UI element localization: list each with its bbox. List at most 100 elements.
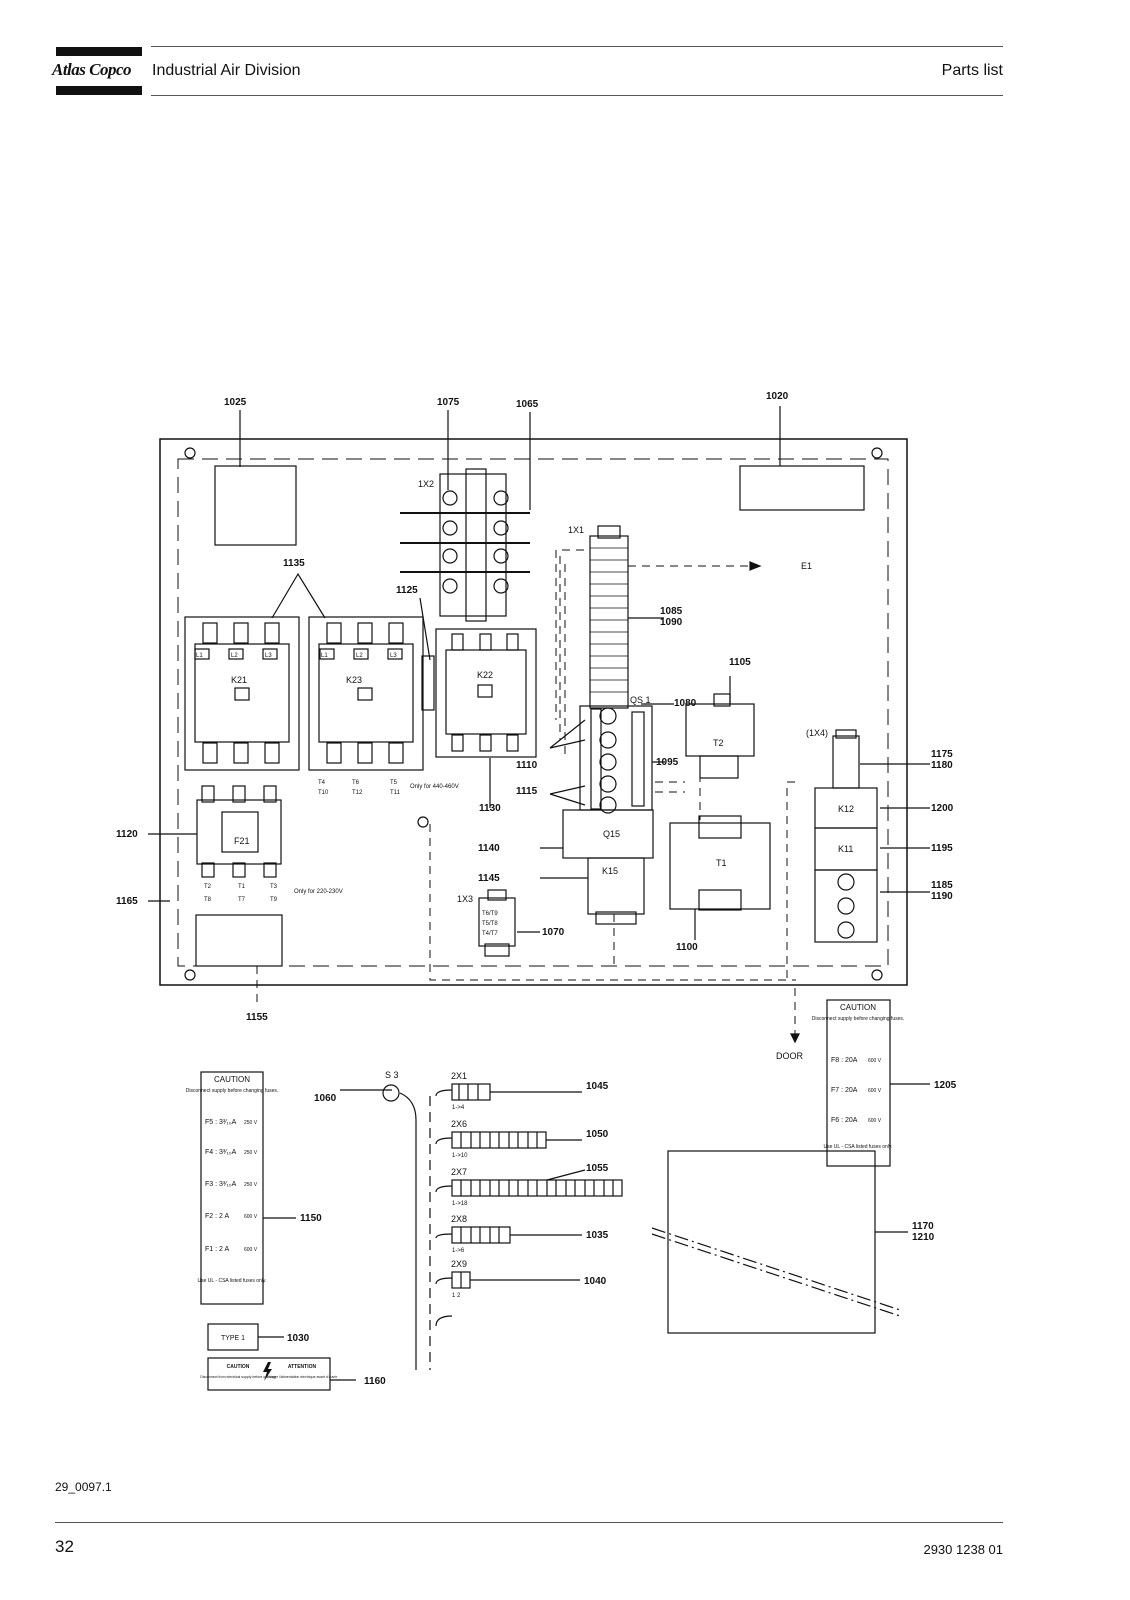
box-1170 [667,1150,876,1334]
label-k21: K21 [231,675,247,685]
label-1025 [214,465,297,546]
callout-1165: 1165 [116,896,138,907]
label-t4: T4 [318,780,326,786]
label-k22: K22 [477,670,493,680]
warning-label [207,1357,331,1391]
callout-1080: 1080 [674,698,697,709]
label-l1-k23: L1 [321,653,328,659]
terminal-1x3 [478,889,516,957]
range-2x1: 1->4 [452,1105,465,1111]
fuse-f6-label: F6 : 20A [831,1117,858,1124]
callout-1040: 1040 [584,1276,607,1287]
fuse-f7-volt: 600 V [868,1088,882,1094]
fuse-f6-volt: 600 V [868,1118,882,1124]
doc-number: 2930 1238 01 [923,1542,1003,1557]
label-t6: T6 [352,780,360,786]
terminal-strip-1x1 [589,525,629,709]
callout-1200: 1200 [931,803,954,814]
note-only-220: Only for 220-230V [294,889,343,895]
callout-1110: 1110 [516,760,538,771]
fuse-f3-volt: 250 V [244,1182,258,1188]
label-2x7: 2X7 [451,1167,467,1177]
range-2x7: 1->18 [452,1201,468,1207]
label-t2: T2 [713,738,724,748]
label-k23: K23 [346,675,362,685]
label-l2-k23: L2 [356,653,363,659]
page-number: 32 [55,1537,74,1556]
fuse-f4-label: F4 : 3³⁄₁₀A [205,1149,237,1156]
label-2x9: 2X9 [451,1259,467,1269]
callout-1060: 1060 [314,1093,337,1104]
caution-left-title: CAUTION [214,1075,250,1084]
terminal-2x9 [451,1271,471,1289]
caution-right-footer: Use UL - CSA listed fuses only. [824,1144,893,1150]
callout-1065: 1065 [516,399,539,410]
caution-label-left [200,1071,264,1305]
fuse-f4-volt: 250 V [244,1150,258,1156]
callout-1085: 1085 [660,606,683,617]
fuse-f2-label: F2 : 2 A [205,1213,229,1220]
label-l1-k21: L1 [196,653,203,659]
caution-left-footer: Use UL - CSA listed fuses only. [198,1278,267,1284]
label-k11: K11 [838,844,853,854]
label-t9: T9 [270,897,278,903]
callout-1090: 1090 [660,617,683,628]
warning-left-title: CAUTION [227,1364,250,1370]
terminal-block-1x2 [400,468,530,622]
caution-right-title: CAUTION [840,1003,876,1012]
caution-left-text: Disconnect supply before changing fuses. [186,1088,279,1094]
range-2x6: 1->10 [452,1153,468,1159]
callout-1050: 1050 [586,1129,609,1140]
box-1165 [195,914,283,967]
contactor-k21 [184,616,300,771]
label-t7: T7 [238,897,246,903]
callout-1155: 1155 [246,1012,268,1023]
callout-1195: 1195 [931,843,953,854]
label-1x1: 1X1 [568,525,584,535]
range-2x8: 1->6 [452,1248,465,1254]
figure-id: 29_0097.1 [55,1480,112,1494]
label-q15: Q15 [603,829,620,839]
fuse-f3-label: F3 : 3³⁄₁₀A [205,1181,237,1188]
footer-rule [55,1522,1003,1523]
callout-1190: 1190 [931,891,953,902]
label-k12: K12 [838,804,854,814]
fuse-holders-right [814,869,878,943]
callout-1170: 1170 [912,1221,934,1232]
warning-left-text: Disconnect from electrical supply before… [200,1375,276,1379]
label-1x3: 1X3 [457,894,473,904]
fuse-f7-label: F7 : 20A [831,1087,858,1094]
logo-bar-bottom [56,86,142,95]
callout-1025: 1025 [224,397,247,408]
terminal-2x1 [451,1083,491,1101]
label-s3: S 3 [385,1070,399,1080]
contactor-k23 [308,616,424,771]
section-title: Parts list [941,62,1003,79]
division-title: Industrial Air Division [152,62,301,79]
switch-s3 [382,1084,400,1102]
relay-k15 [587,857,645,915]
label-t11: T11 [390,790,401,796]
terminal-2x8 [451,1226,511,1244]
caution-right-text: Disconnect supply before changing fuses. [812,1016,905,1022]
header-rule-bottom [151,95,1003,96]
label-t5: T5 [390,780,398,786]
callout-1145: 1145 [478,873,500,884]
label-t1: T1 [238,884,246,890]
fuse-f5-volt: 250 V [244,1120,258,1126]
contactor-k22 [421,628,537,758]
label-t4t7: T4/T7 [482,931,498,937]
label-k15: K15 [602,866,618,876]
label-t12: T12 [352,790,363,796]
label-1020 [739,465,865,511]
callout-1100: 1100 [676,942,698,953]
header-rule-top [151,46,1003,47]
label-l2-k21: L2 [231,653,238,659]
lightning-icon [263,1362,272,1381]
callout-1135: 1135 [283,558,305,569]
callout-1045: 1045 [586,1081,609,1092]
label-l3-k23: L3 [390,653,397,659]
corner-screws [184,447,883,981]
terminal-2x7 [451,1179,623,1197]
